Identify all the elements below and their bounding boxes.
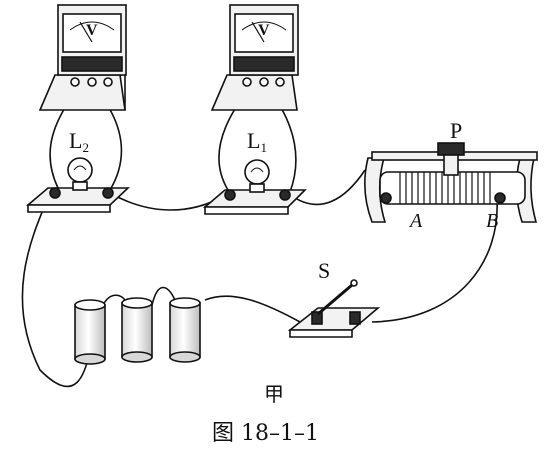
knife-switch — [287, 279, 381, 338]
rheostat-coil — [399, 172, 491, 204]
switch-label: S — [318, 258, 331, 283]
battery-cell-2 — [121, 297, 153, 363]
wire-battery-link-2 — [151, 286, 176, 306]
rheostat-slider-label: P — [450, 118, 463, 143]
rheostat-terminal-a: A — [410, 210, 423, 232]
figure-label: 图 18–1–1 — [212, 421, 319, 446]
lamp-l1-label: L1 — [247, 128, 267, 156]
voltmeter-left — [38, 4, 127, 111]
wire-switch-to-battery — [204, 295, 301, 323]
lamp-l1-index: 1 — [260, 140, 267, 155]
voltmeter-left-symbol: V — [86, 22, 98, 39]
lamp-l2 — [25, 157, 131, 213]
sub-label: 甲 — [264, 382, 284, 406]
lamp-l1-letter: L — [247, 128, 261, 153]
lamp-l2-letter: L — [69, 128, 83, 153]
rheostat-terminal-b: B — [486, 210, 499, 232]
battery — [74, 297, 201, 365]
lamp-l2-label: L2 — [69, 128, 89, 156]
lamp-l1 — [202, 159, 307, 215]
wire-l1-to-rheostat — [291, 169, 366, 206]
voltmeter-right-symbol: V — [258, 22, 270, 39]
voltmeter-right — [210, 4, 299, 111]
wire-l2-to-battery — [21, 197, 96, 388]
battery-cell-1 — [74, 299, 106, 365]
rheostat — [364, 142, 538, 223]
lamp-l2-index: 2 — [82, 140, 89, 155]
battery-cell-3 — [169, 297, 201, 363]
wire-rheostat-to-switch — [371, 199, 498, 323]
